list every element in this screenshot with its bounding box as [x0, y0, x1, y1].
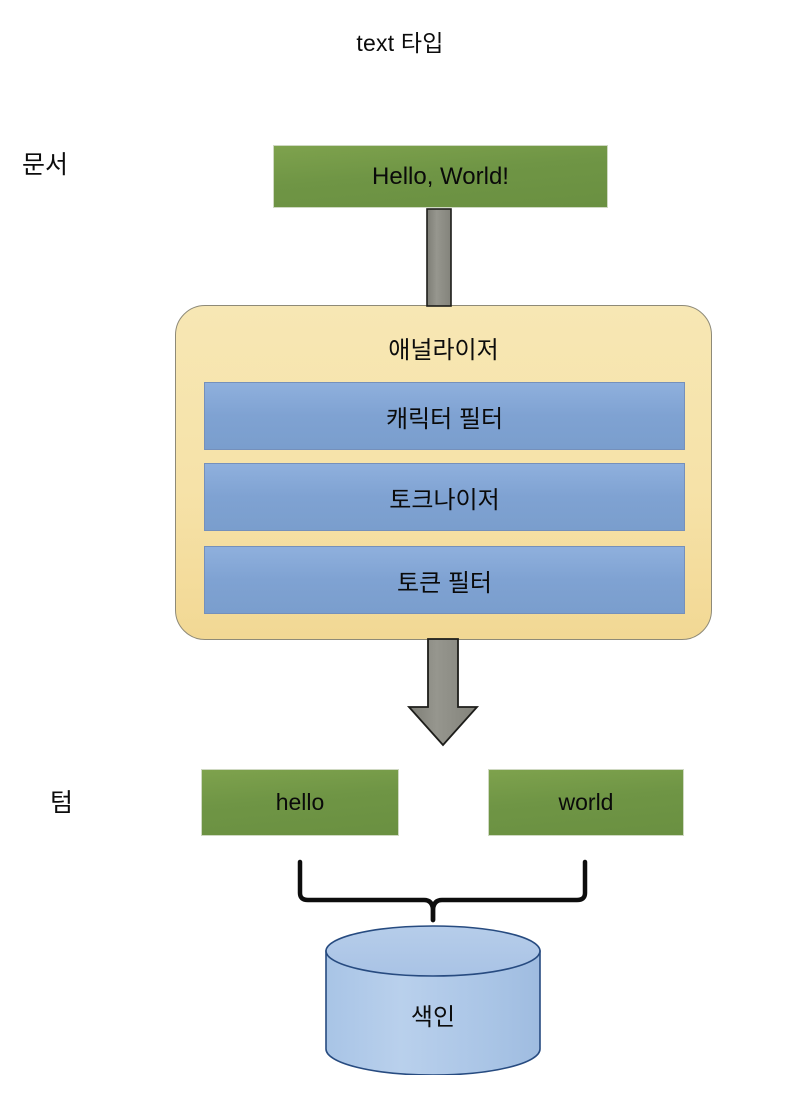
stage-tokenizer: 토크나이저 [204, 463, 685, 531]
token-box-hello: hello [201, 769, 399, 836]
stage-token-filter: 토큰 필터 [204, 546, 685, 614]
index-label: 색인 [410, 1004, 456, 1031]
cylinder-shape [325, 925, 541, 1076]
arrow-analyzer-to-tokens [406, 638, 480, 747]
brace-tokens-to-index [297, 859, 588, 923]
analyzer-label: 애널라이저 [388, 337, 499, 364]
analyzer-container: 애널라이저 캐릭터 필터 토크나이저 토큰 필터 [175, 305, 712, 640]
stage-character-filter: 캐릭터 필터 [204, 382, 685, 450]
token-box-world: world [488, 769, 684, 836]
index-cylinder: 색인 [325, 925, 541, 1076]
row-label-term: 텀 [50, 789, 74, 817]
document-box: Hello, World! [273, 145, 608, 208]
diagram-title: text 타입 [356, 30, 444, 56]
arrow-document-to-analyzer [426, 208, 452, 307]
row-label-document: 문서 [22, 151, 69, 179]
